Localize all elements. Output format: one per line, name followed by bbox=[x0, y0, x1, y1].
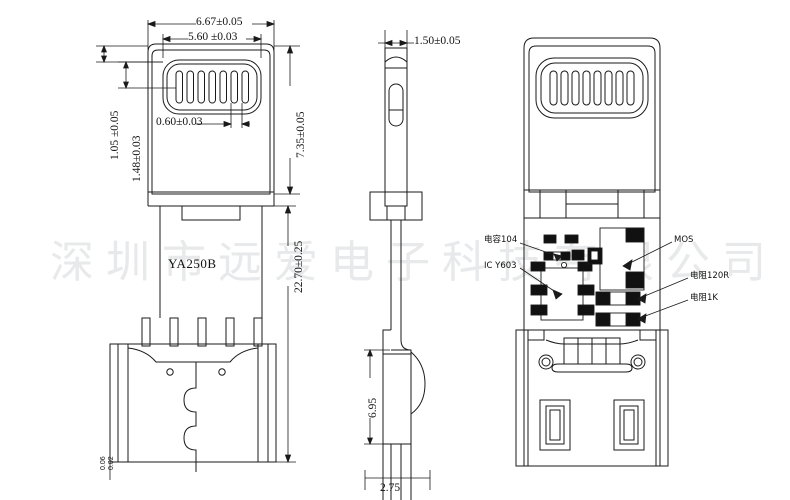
front-view-geometry bbox=[147, 43, 275, 318]
rear-view-lower-body bbox=[515, 329, 669, 467]
pcb-components bbox=[530, 227, 645, 327]
dim-tol-upper: 0.06 bbox=[100, 456, 107, 470]
component-leader-lines bbox=[519, 241, 689, 324]
dim-side-height: 6.95 bbox=[367, 397, 379, 418]
dim-width-inner: 5.60 ±0.03 bbox=[188, 31, 238, 43]
label-resistor-120r: 电阻120R bbox=[690, 271, 730, 281]
dim-pin-pitch: 0.60±0.03 bbox=[156, 116, 203, 128]
label-capacitor: 电容104 bbox=[484, 235, 518, 245]
dim-thickness: 1.50±0.05 bbox=[414, 35, 461, 47]
dim-lip-second: 1.48±0.03 bbox=[131, 135, 143, 182]
dim-tol-lower: 0.02 bbox=[108, 456, 115, 470]
label-resistor-1k: 电阻1K bbox=[690, 293, 718, 303]
front-view-lower-body bbox=[109, 317, 277, 472]
dim-bottom-width: 2.75 bbox=[380, 482, 401, 494]
dim-height-right: 7.35±0.05 bbox=[295, 111, 307, 158]
dim-total-length: 22.70±0.25 bbox=[293, 240, 305, 293]
side-view-dimensions bbox=[364, 30, 431, 490]
front-view-dimensions bbox=[96, 20, 300, 480]
side-view-geometry bbox=[369, 47, 426, 500]
part-number-label: YA250B bbox=[168, 256, 217, 271]
dim-width-outer: 6.67±0.05 bbox=[196, 16, 243, 28]
label-mos: MOS bbox=[674, 235, 694, 245]
label-ic: IC Y603 bbox=[484, 261, 517, 271]
dim-lip-top: 1.05 ±0.05 bbox=[109, 110, 121, 160]
